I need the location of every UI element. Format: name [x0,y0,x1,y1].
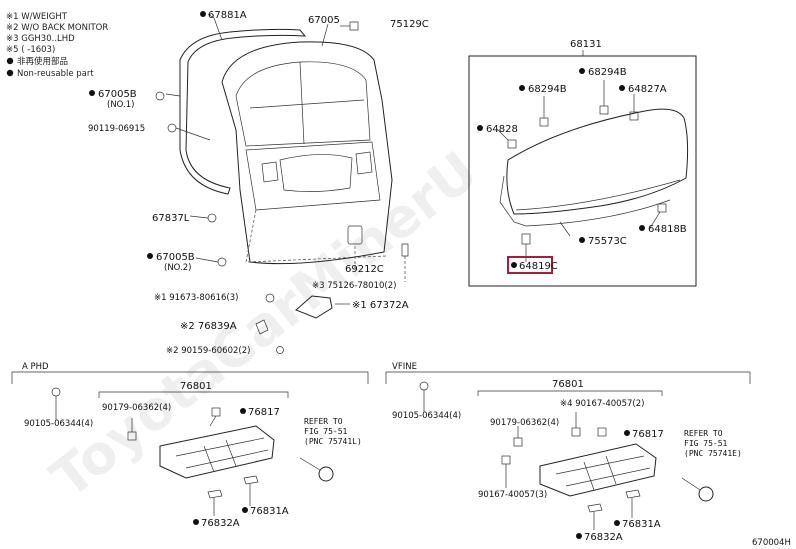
dot-icon [240,408,246,414]
dot-icon [200,11,206,17]
part-a-76817[interactable]: 76817 [248,407,280,418]
part-a-76832A[interactable]: 76832A [201,518,240,529]
dot-icon [519,85,525,91]
part-b-90167-40057-b[interactable]: 90167-40057(3) [478,490,547,500]
legend-note-2: ※2 W/O BACK MONITOR [6,23,108,33]
section-b-bracket [385,371,751,384]
part-a-90105-06344[interactable]: 90105-06344(4) [24,419,93,429]
section-a: A PHD 76801 90105-06344(4) 90179-06362(4… [11,362,369,529]
part-67005B-no2-sub: (NO.2) [164,263,191,273]
part-75573C[interactable]: 75573C [588,236,627,247]
legend-non-reusable-jp: 非再使用部品 [17,56,68,67]
dot-icon [242,507,248,513]
section-a-header: A PHD [22,362,49,372]
part-b-76832A[interactable]: 76832A [584,532,623,543]
dot-icon [511,262,517,268]
legend-note-4: ※5 ( -1603) [6,45,55,55]
part-75129C[interactable]: 75129C [390,19,429,30]
group-68131: 68131 68294B 68294B 64827A 64828 75573C … [468,39,697,287]
refer-a-line1[interactable]: REFER TO [304,417,343,426]
back-door-illustration [155,13,409,354]
part-b-76831A[interactable]: 76831A [622,519,661,530]
section-b: VFINE 76801 90105-06344(4) 90179-06362(4… [385,362,751,543]
refer-b-line3[interactable]: (PNC 75741E) [684,449,742,458]
dot-icon [619,85,625,91]
part-76839A[interactable]: ※2 76839A [180,321,237,332]
dot-icon [6,57,14,65]
dot-icon [147,253,153,259]
part-67005B-no1[interactable]: 67005B [98,89,137,100]
part-b-90179-06362[interactable]: 90179-06362(4) [490,418,559,428]
dot-icon [6,69,14,77]
part-91673-80616[interactable]: ※1 91673-80616(3) [154,293,238,303]
part-a-76831A[interactable]: 76831A [250,506,289,517]
legend-note-1: ※1 W/WEIGHT [6,12,68,22]
group-68131-frame [468,55,697,287]
group-68131-title[interactable]: 68131 [570,39,602,50]
legend-non-reusable: Non-reusable part [17,69,94,79]
dot-icon [477,125,483,131]
figure-code: 670004H [752,538,791,548]
refer-a-line3[interactable]: (PNC 75741L) [304,437,362,446]
part-b-76817[interactable]: 76817 [632,429,664,440]
part-64818B[interactable]: 64818B [648,224,687,235]
part-64819C-highlight [507,256,553,274]
section-b-header: VFINE [392,362,417,372]
part-67005B-no2[interactable]: 67005B [156,252,195,263]
part-90159-60602[interactable]: ※2 90159-60602(2) [166,346,250,356]
part-67005[interactable]: 67005 [308,15,340,26]
part-68294B-1[interactable]: 68294B [588,67,627,78]
dot-icon [624,430,630,436]
legend-note-3: ※3 GGH30..LHD [6,34,75,44]
part-90119-06915[interactable]: 90119-06915 [88,124,145,134]
part-64827A[interactable]: 64827A [628,84,667,95]
section-b-title[interactable]: 76801 [552,379,584,390]
part-67837L[interactable]: 67837L [152,213,190,224]
part-b-90105-06344[interactable]: 90105-06344(4) [392,411,461,421]
legend: ※1 W/WEIGHT ※2 W/O BACK MONITOR ※3 GGH30… [6,12,108,79]
dot-icon [639,225,645,231]
section-a-bracket [11,371,369,384]
section-a-title[interactable]: 76801 [180,381,212,392]
dot-icon [89,90,95,96]
refer-b-line1[interactable]: REFER TO [684,429,723,438]
watermark: ToyotaCarMinerU [39,139,489,510]
part-67881A[interactable]: 67881A [208,10,247,21]
part-b-90167-40057-a[interactable]: ※4 90167-40057(2) [560,399,644,409]
dot-icon [579,68,585,74]
part-64828[interactable]: 64828 [486,124,518,135]
dot-icon [576,533,582,539]
main-part-labels: 67881A 67005 75129C 67005B (NO.1) 90119-… [88,10,429,356]
part-67372A[interactable]: ※1 67372A [352,300,409,311]
part-67005B-no1-sub: (NO.1) [107,100,134,110]
part-68294B-2[interactable]: 68294B [528,84,567,95]
dot-icon [579,237,585,243]
refer-b-line2[interactable]: FIG 75-51 [684,439,728,448]
part-a-90179-06362[interactable]: 90179-06362(4) [102,403,171,413]
part-69212C[interactable]: 69212C [345,264,384,275]
dot-icon [193,519,199,525]
refer-a-line2[interactable]: FIG 75-51 [304,427,348,436]
part-75126-78010[interactable]: ※3 75126-78010(2) [312,281,396,291]
part-64819C[interactable]: 64819C [519,261,558,272]
dot-icon [614,520,620,526]
